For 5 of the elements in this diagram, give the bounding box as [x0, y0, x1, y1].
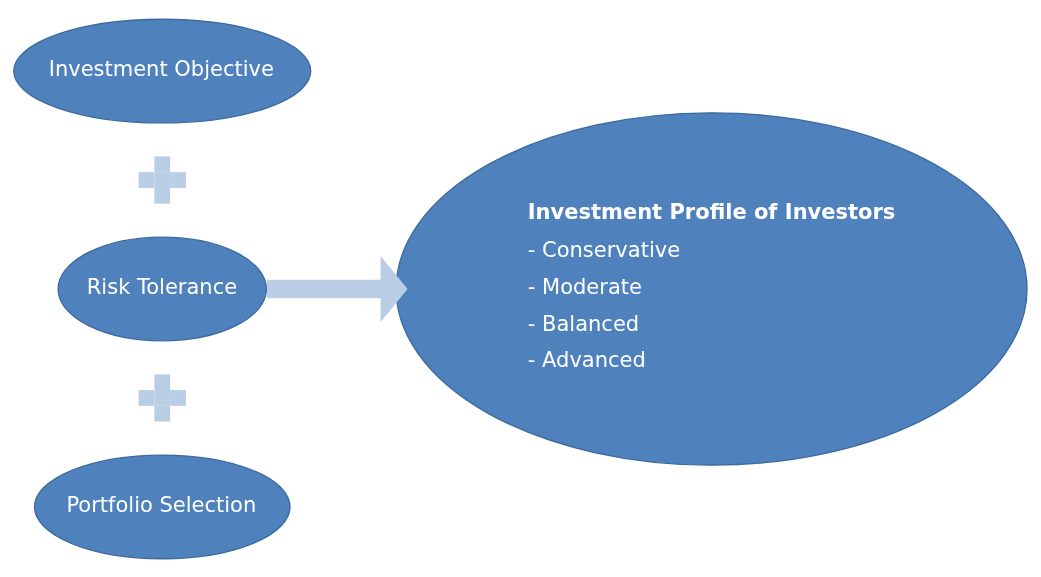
node-ellipse: Risk Tolerance [57, 236, 268, 341]
arrow [267, 255, 408, 322]
node-ellipse: Portfolio Selection [33, 453, 291, 559]
node-ellipse: Investment Objective [13, 18, 312, 124]
node-ellipse: Investment Profile of Investors - Conservative - Moderate - Balanced - Advanced [395, 111, 1028, 466]
